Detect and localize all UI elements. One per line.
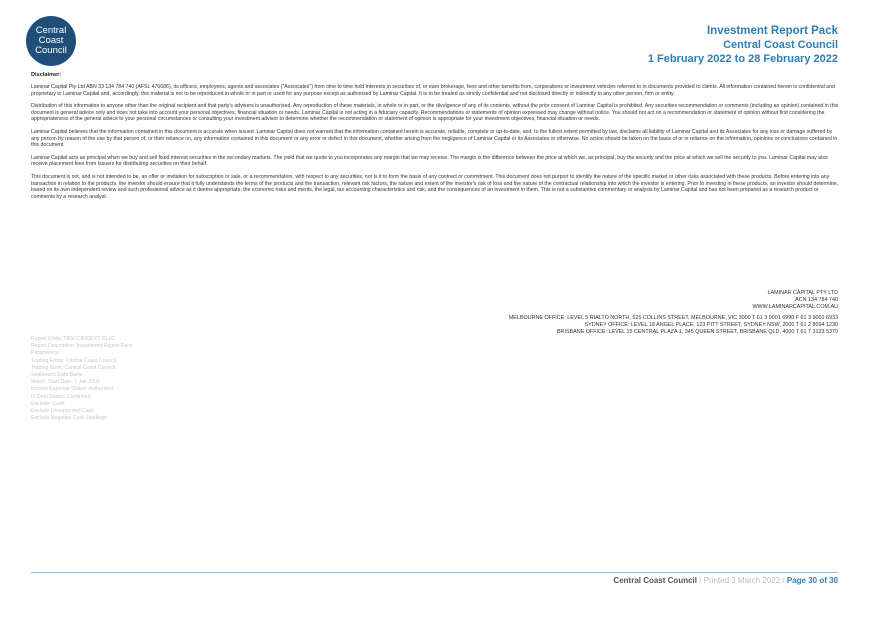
param-line: Match: Start Date: 1 Jan 2000: [31, 379, 100, 386]
logo-line-1: Central: [35, 25, 67, 36]
param-line: Parameters:: [31, 350, 60, 357]
office-sydney: SYDNEY OFFICE: LEVEL 18 ANGEL PLACE, 123…: [584, 322, 838, 329]
footer-divider: [31, 572, 838, 573]
page-footer: Central Coast Council / Printed 3 March …: [613, 576, 838, 585]
param-line: Exclude Negative Cash Holdings: [31, 415, 107, 422]
company-name: LAMINAR CAPITAL PTY LTD: [767, 290, 839, 296]
param-line: Exclude: Cash: [31, 400, 65, 407]
report-entity: Central Coast Council: [723, 39, 838, 51]
param-line: Trading Entity: Central Coast Council: [31, 357, 117, 364]
company-details: LAMINAR CAPITAL PTY LTD ACN 134 784 740 …: [752, 290, 838, 312]
report-header: Investment Report Pack Central Coast Cou…: [648, 24, 838, 66]
report-title: Investment Report Pack: [706, 25, 838, 37]
param-line: FI Deal Status: Confirmed: [31, 393, 91, 400]
office-addresses: MELBOURNE OFFICE: LEVEL 5 RIALTO NORTH, …: [509, 315, 838, 337]
param-line: Settlement Date Basis: [31, 372, 83, 379]
param-line: Trading Book: Central Coast Council: [31, 364, 116, 371]
footer-page-number: Page 30 of 30: [786, 576, 838, 585]
logo-line-2: Coast: [38, 35, 64, 46]
param-line: Report Description: Investment Report Pa…: [31, 343, 133, 350]
council-logo: Central Coast Council: [26, 16, 76, 66]
disclaimer-paragraph: Laminar Capital Pty Ltd ABN 33 134 784 7…: [31, 84, 835, 97]
param-line: Income Expense Status: Authorised: [31, 386, 114, 393]
disclaimer-paragraph: Laminar Capital believes that the inform…: [31, 128, 838, 149]
footer-council: Central Coast Council: [613, 576, 697, 585]
param-line: Exclude Unsupported Cash: [31, 408, 95, 415]
disclaimer-heading: Disclaimer:: [31, 72, 62, 78]
report-parameters: Report Code: TBSCCR00EXT-01.02 Report De…: [31, 336, 132, 422]
company-acn: ACN 134 784 740: [795, 297, 838, 304]
disclaimer-paragraph: This document is not, and is not intende…: [31, 173, 838, 200]
office-melbourne: MELBOURNE OFFICE: LEVEL 5 RIALTO NORTH, …: [508, 315, 838, 321]
office-brisbane: BRISBANE OFFICE: LEVEL 15 CENTRAL PLAZA …: [556, 329, 838, 336]
logo-line-3: Council: [35, 45, 67, 56]
param-line: Report Code: TBSCCR00EXT-01.02: [31, 336, 115, 342]
disclaimer-paragraph: Distribution of this information to anyo…: [31, 103, 839, 123]
footer-printed-date: / Printed 3 March 2022 /: [699, 576, 785, 585]
disclaimer-body: Laminar Capital Pty Ltd ABN 33 134 784 7…: [31, 84, 839, 206]
company-website: WWW.LAMINARCAPITAL.COM.AU: [752, 304, 838, 311]
disclaimer-paragraph: Laminar Capital acts as principal when w…: [31, 154, 828, 168]
report-period: 1 February 2022 to 28 February 2022: [647, 53, 838, 65]
